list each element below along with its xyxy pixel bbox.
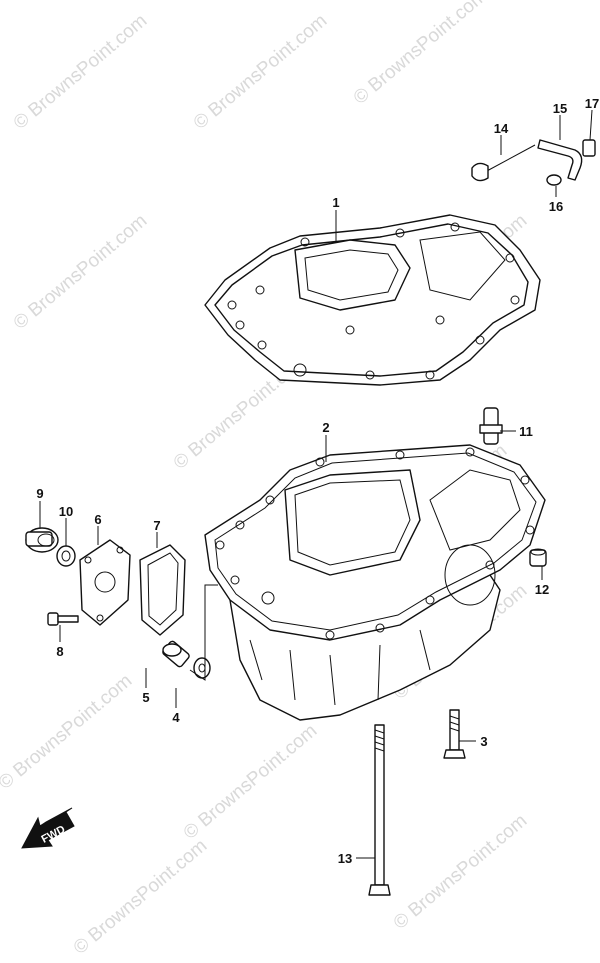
callout-11: 11 [519,424,533,439]
watermark-text: © BrownsPoint.com [190,10,332,134]
callout-6: 6 [94,512,101,527]
part-14-dipstick[interactable] [471,144,536,182]
callout-7: 7 [153,518,160,533]
part-3-bolt[interactable] [443,709,466,759]
part-16-o-ring[interactable] [546,174,562,186]
part-11-fitting[interactable] [479,407,503,445]
callout-9: 9 [36,486,43,501]
watermark-text: © BrownsPoint.com [10,10,152,134]
part-1-gasket[interactable] [204,214,541,386]
watermark-text: © BrownsPoint.com [390,810,532,934]
watermark-text: © BrownsPoint.com [0,670,136,794]
part-2-oil-pan[interactable] [204,444,546,721]
callout-17: 17 [585,96,599,111]
callout-13: 13 [338,851,352,866]
callout-15: 15 [553,101,567,116]
callout-3: 3 [480,734,487,749]
callout-12: 12 [535,582,549,597]
part-13-long-bolt[interactable] [368,724,391,896]
callout-5: 5 [142,690,149,705]
watermark-text: © BrownsPoint.com [180,720,322,844]
part-7-gasket[interactable] [139,544,186,636]
callout-4: 4 [172,710,180,725]
part-5-drain-plug[interactable] [162,640,191,668]
part-10-washer[interactable] [56,545,76,567]
callout-14: 14 [494,121,509,136]
watermark-text: © BrownsPoint.com [350,0,492,109]
watermark-text: © BrownsPoint.com [70,835,212,959]
callout-10: 10 [59,504,73,519]
part-8-bolt[interactable] [47,612,79,626]
callout-labels: 1 2 3 4 5 6 7 8 9 10 11 12 13 14 15 16 1… [36,96,599,866]
part-9-plug[interactable] [25,527,59,553]
part-6-cover[interactable] [79,539,131,626]
part-15-tube[interactable] [537,139,583,181]
callout-16: 16 [549,199,563,214]
callout-1: 1 [332,195,339,210]
leader-lines [39,109,593,859]
fwd-arrow-icon: FWD [21,807,75,849]
part-4-washer[interactable] [193,657,211,679]
callout-2: 2 [322,420,329,435]
part-12-plug[interactable] [529,548,547,567]
watermark-text: © BrownsPoint.com [10,210,152,334]
part-17-cap[interactable] [582,139,596,157]
callout-8: 8 [56,644,63,659]
